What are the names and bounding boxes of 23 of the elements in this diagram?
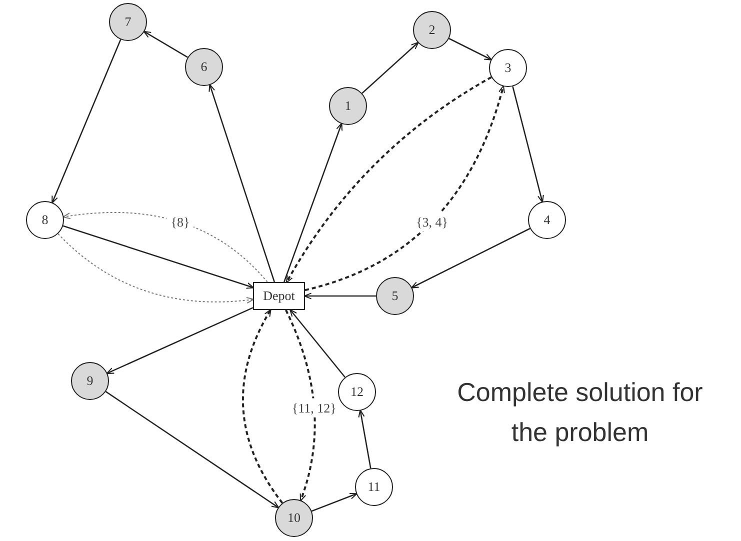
arrow (283, 122, 343, 282)
arrow (358, 410, 372, 468)
arrow (362, 42, 419, 94)
arrow (105, 391, 280, 508)
caption: Complete solution for the problem (456, 376, 704, 449)
arrow (311, 493, 358, 512)
arrow (62, 212, 268, 282)
arrow (304, 85, 505, 292)
arrow (289, 308, 346, 378)
arrow (208, 84, 276, 282)
arrow (512, 86, 544, 203)
arrow (143, 30, 188, 58)
arrow (242, 308, 284, 504)
arrow (286, 76, 492, 284)
arrow (410, 228, 530, 288)
arrow (106, 307, 254, 374)
arrow (448, 38, 492, 60)
depot-box: Depot (253, 282, 305, 310)
arrow (52, 39, 122, 204)
arrow (58, 233, 254, 304)
arrow (62, 225, 254, 289)
arrow (304, 292, 376, 300)
arrow (284, 310, 316, 502)
